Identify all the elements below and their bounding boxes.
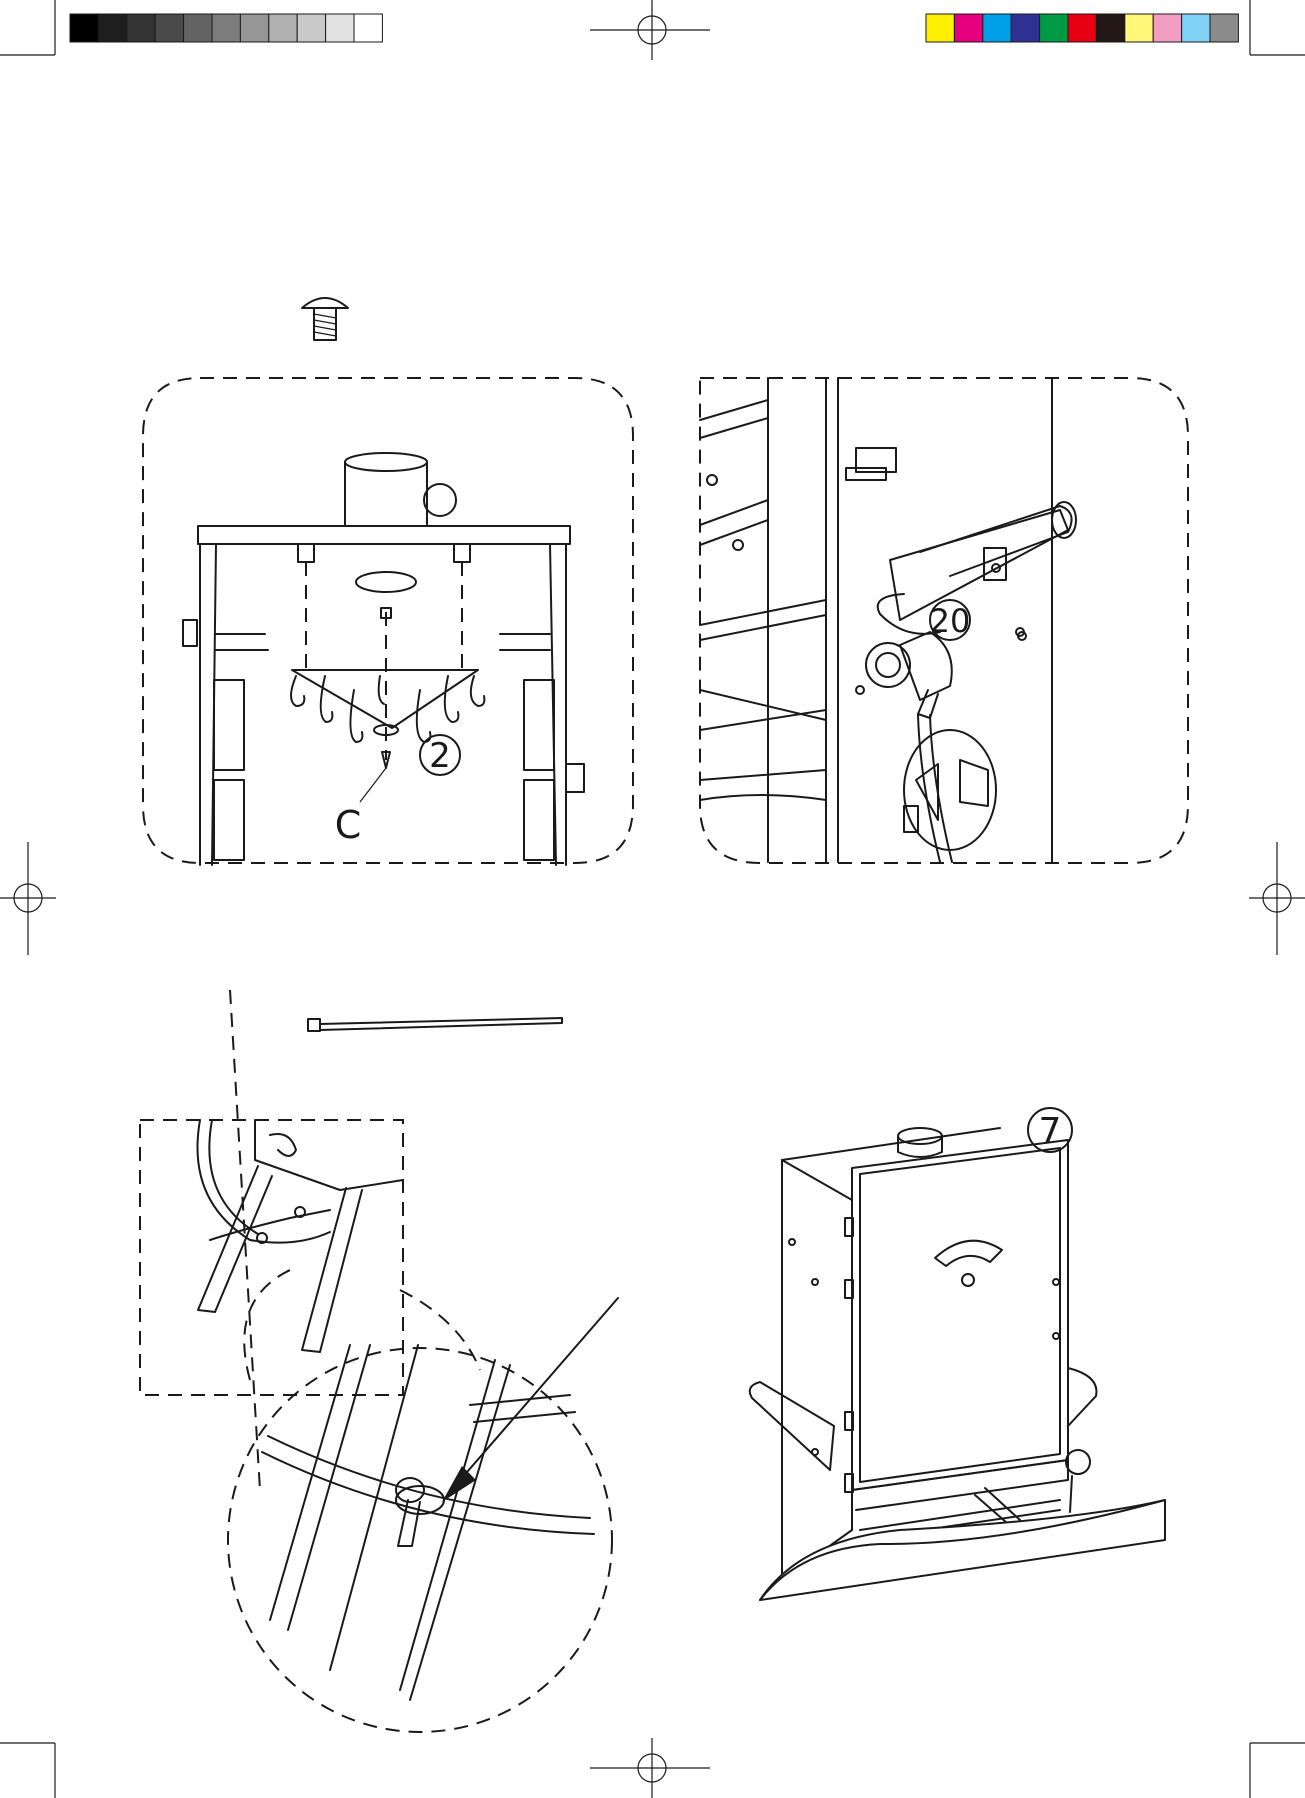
grayscale-swatch: [269, 14, 297, 42]
registration-crosshair-top: [590, 0, 710, 60]
panel-hose-tie-detail: [140, 990, 618, 1732]
process-color-bar: [926, 14, 1238, 42]
color-swatch: [1011, 14, 1039, 42]
color-swatch: [1096, 14, 1124, 42]
color-swatch: [1068, 14, 1096, 42]
grayscale-swatch: [98, 14, 126, 42]
grayscale-swatch: [155, 14, 183, 42]
callout-part-2: 2: [429, 736, 451, 776]
grayscale-swatch: [354, 14, 382, 42]
panel-regulator-hose: 20: [700, 378, 1188, 863]
color-swatch: [926, 14, 954, 42]
color-swatch: [1125, 14, 1153, 42]
registration-crosshair-right: [1249, 842, 1305, 955]
grayscale-swatch: [297, 14, 325, 42]
color-swatch: [983, 14, 1011, 42]
grayscale-color-bar: [70, 14, 382, 42]
color-swatch: [1210, 14, 1238, 42]
color-swatch: [1040, 14, 1068, 42]
panel-assembled-smoker: 7: [750, 1108, 1165, 1600]
registration-crosshair-left: [0, 842, 56, 955]
grayscale-swatch: [240, 14, 268, 42]
grayscale-swatch: [326, 14, 354, 42]
panel-rib-rack-install: 2 C: [143, 378, 633, 865]
grayscale-swatch: [184, 14, 212, 42]
callout-part-20: 20: [930, 602, 971, 640]
callout-part-7: 7: [1039, 1111, 1062, 1152]
color-swatch: [954, 14, 982, 42]
color-swatch: [1182, 14, 1210, 42]
grayscale-swatch: [70, 14, 98, 42]
callout-hardware-c: C: [335, 803, 362, 847]
screw-hardware-icon: [302, 298, 348, 340]
color-swatch: [1153, 14, 1181, 42]
cable-tie-hardware-icon: [308, 1018, 562, 1031]
grayscale-swatch: [127, 14, 155, 42]
registration-crosshair-bottom: [590, 1738, 710, 1798]
grayscale-swatch: [212, 14, 240, 42]
